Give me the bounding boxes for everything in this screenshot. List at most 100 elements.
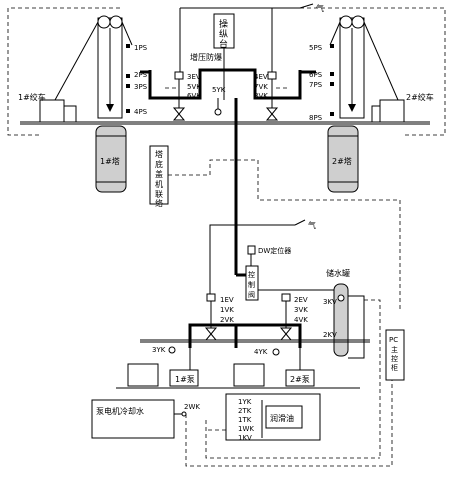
control-valve-box	[245, 265, 259, 301]
tag-6vk: 6VK	[187, 92, 201, 100]
pc-cabinet-label: PC 主 控 柜	[389, 336, 398, 372]
tower-base-label: 塔 底 盖 机 联 络	[155, 149, 163, 208]
tag-3ev: 3EV	[187, 73, 201, 81]
svg-text:盖: 盖	[155, 169, 163, 179]
tag-5yk: 5YK	[212, 86, 226, 94]
main-pipe-top	[148, 68, 302, 100]
tower1-arrow-icon	[106, 104, 114, 112]
gas-tick	[299, 3, 314, 9]
winch1-box	[39, 99, 65, 123]
tag-4vk: 4VK	[294, 316, 308, 324]
pc-cabinet-box	[385, 329, 405, 381]
winch2-motor	[371, 105, 381, 123]
cable1b	[121, 21, 133, 46]
tag-2tk: 2TK	[238, 407, 252, 415]
console-label-2: 纵	[219, 29, 228, 40]
pulley1b-icon	[109, 15, 123, 29]
tower2-label: 2#塔	[332, 156, 352, 166]
locator-box	[247, 245, 256, 255]
svg-text:络: 络	[155, 198, 163, 208]
tag-4ev: 4EV	[254, 73, 268, 81]
locator-label: DW定位器	[258, 246, 291, 255]
gas-label-mid: 气	[308, 220, 316, 230]
tank-loop	[348, 295, 365, 359]
tag-1wk: 1WK	[238, 425, 254, 433]
gas-label-top: 气	[316, 3, 324, 13]
lube-label: 润滑油	[270, 413, 294, 423]
pump1-box	[169, 369, 199, 387]
tag-1yk: 1YK	[238, 398, 252, 406]
pump1-label: 1#泵	[175, 375, 195, 384]
tag-1ev: 1EV	[220, 296, 234, 304]
svg-text:塔: 塔	[155, 149, 163, 159]
gauge-3yk-icon	[168, 346, 176, 354]
tag-3kv: 3KV	[323, 298, 337, 306]
top-frame-left	[7, 7, 120, 136]
link-dash-right	[209, 159, 401, 310]
tag-8vk: 8VK	[254, 92, 268, 100]
winch2-box	[379, 99, 405, 123]
booster-valves-right: 4EV 7VK 8VK	[254, 71, 290, 121]
lube-tags: 1YK 2TK 1TK 1WK 1KV	[238, 398, 254, 442]
tag-1ps: 1PS	[134, 44, 148, 52]
tag-5vk: 5VK	[187, 83, 201, 91]
tag-2ev: 2EV	[294, 296, 308, 304]
tag-4ps: 4PS	[134, 108, 148, 116]
cv-label-2: 制	[248, 280, 255, 289]
gas-tick-mid	[294, 219, 306, 226]
tag-7vk: 7VK	[254, 83, 268, 91]
pump-manifold-left	[188, 323, 238, 348]
tower2-tank: 2#塔	[327, 125, 359, 193]
dash-tank	[364, 299, 381, 458]
dash-bottom2	[205, 420, 380, 459]
console-label-1: 操	[219, 18, 228, 30]
cv-label-3: 阀	[248, 290, 255, 299]
ps-left-group: 1PS 2PS 3PS 4PS	[126, 44, 148, 116]
tag-8ps: 8PS	[309, 114, 323, 122]
pump-valves-right: 2EV 3VK 4VK	[279, 293, 308, 341]
tower1-tank: 1#塔	[95, 125, 127, 193]
pulley2b-icon	[351, 15, 365, 29]
dash-bottom	[185, 380, 393, 467]
svg-text:主: 主	[391, 345, 398, 354]
tag-2ps: 2PS	[134, 71, 148, 79]
cv-label-1: 控	[248, 270, 255, 279]
svg-text:机: 机	[155, 179, 163, 189]
tag-2vk: 2VK	[220, 316, 234, 324]
tag-1tk: 1TK	[238, 416, 252, 424]
gauge-5yk-icon	[214, 108, 222, 116]
tag-5ps: 5PS	[309, 44, 323, 52]
winch1-motor	[63, 105, 77, 123]
winch2-label: 2#绞车	[406, 92, 434, 102]
pump-valves-left: 1EV 1VK 2VK	[204, 293, 234, 341]
svg-text:柜: 柜	[391, 363, 398, 372]
pump-motor-label: 泵电机冷却水	[96, 406, 144, 416]
top-frame	[300, 7, 446, 136]
tag-3ps: 3PS	[134, 83, 148, 91]
cable1	[54, 21, 99, 101]
tag-1kv: 1KV	[238, 434, 252, 442]
booster-label: 增压防爆	[190, 52, 222, 62]
tower1-label: 1#塔	[100, 156, 120, 166]
svg-text:底: 底	[155, 159, 163, 169]
tower2-arrow-icon	[348, 104, 356, 112]
water-tank-label: 储水罐	[326, 268, 350, 278]
water-tank	[333, 283, 349, 357]
booster-valves-left: 3EV 5VK 6VK	[165, 71, 201, 121]
gas-line-mid	[209, 224, 295, 295]
svg-text:PC: PC	[389, 336, 398, 344]
ps-right-group: 5PS 6PS 7PS 8PS	[309, 44, 334, 122]
svg-text:控: 控	[391, 354, 398, 363]
lube-inner-box	[265, 405, 303, 429]
pump2-label: 2#泵	[290, 375, 310, 384]
motor1-box	[127, 363, 159, 387]
kv3-icon	[337, 294, 345, 302]
svg-text:联: 联	[155, 190, 163, 199]
tag-3yk: 3YK	[152, 346, 166, 354]
cable2b	[329, 21, 341, 46]
tag-4yk: 4YK	[254, 348, 268, 356]
gauge-4yk-icon	[272, 348, 280, 356]
motor2-box	[233, 363, 265, 387]
tag-1vk: 1VK	[220, 306, 234, 314]
